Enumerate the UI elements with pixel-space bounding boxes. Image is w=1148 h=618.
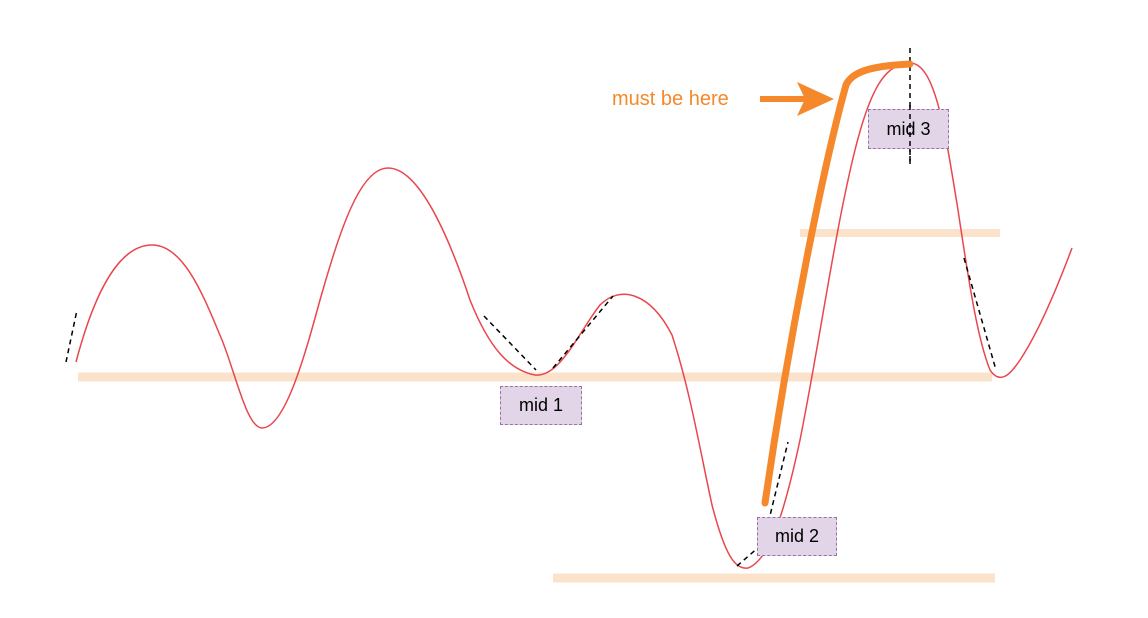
note-text: must be here <box>612 88 729 110</box>
tangent-right-descent <box>963 257 997 371</box>
tangent-start <box>65 309 78 363</box>
tangent-mid1-right <box>552 295 614 369</box>
target-path <box>761 60 914 507</box>
label-mid3: mid 3 <box>868 109 949 149</box>
tangent-lines <box>65 48 997 567</box>
tangent-mid1-left <box>483 315 537 371</box>
wave-curve <box>75 62 1073 569</box>
pointer-arrow-head <box>797 82 834 116</box>
tangent-mid2-right <box>763 441 789 541</box>
label-mid2: mid 2 <box>757 517 837 556</box>
label-mid1: mid 1 <box>500 386 582 425</box>
